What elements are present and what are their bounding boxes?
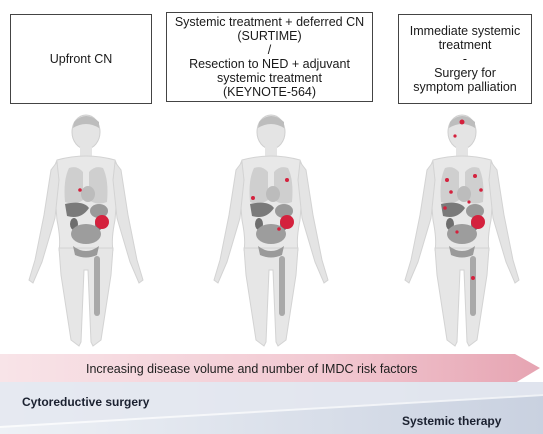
systemic-therapy-label: Systemic therapy (402, 414, 502, 428)
immediate-line-4: Surgery for (434, 66, 496, 80)
body-figure-immediate (404, 114, 520, 347)
scenario-box-upfront-cn: Upfront CN (10, 14, 152, 104)
scenario-box-deferred-cn: Systemic treatment + deferred CN (SURTIM… (166, 12, 373, 102)
upfront-cn-text: Upfront CN (49, 52, 113, 66)
tumor-dot (285, 178, 289, 182)
tumor-dot (78, 188, 82, 192)
tumor-dot (467, 200, 471, 204)
immediate-line-5: symptom palliation (413, 80, 517, 94)
immediate-line-1: Immediate systemic (409, 24, 521, 38)
tumor-dot (473, 174, 477, 178)
deferred-line-2: (SURTIME) (237, 29, 302, 43)
disease-volume-arrow (0, 351, 543, 387)
tumor-dot (277, 227, 281, 231)
deferred-line-4: Resection to NED + adjuvant (189, 57, 350, 71)
tumor-dot (445, 178, 449, 182)
cytoreductive-surgery-label: Cytoreductive surgery (22, 395, 150, 409)
deferred-line-6: (KEYNOTE-564) (222, 85, 317, 99)
tumor-dot (280, 215, 294, 229)
body-figure-deferred (213, 114, 329, 347)
scenario-box-immediate-systemic: Immediate systemic treatment - Surgery f… (398, 14, 532, 104)
disease-volume-label: Increasing disease volume and number of … (86, 362, 418, 376)
immediate-line-2: treatment (438, 38, 492, 52)
tumor-dot (251, 196, 255, 200)
tumor-dot (443, 206, 447, 210)
therapy-bands (0, 382, 543, 434)
tumor-dot (453, 134, 457, 138)
tumor-dot (95, 215, 109, 229)
tumor-dot (449, 190, 453, 194)
tumor-dot (471, 276, 475, 280)
tumor-dot (479, 188, 483, 192)
tumor-dot (459, 119, 465, 125)
tumor-dot (471, 215, 485, 229)
deferred-line-5: systemic treatment (217, 71, 322, 85)
tumor-dot (455, 230, 459, 234)
deferred-line-1: Systemic treatment + deferred CN (174, 15, 365, 29)
deferred-line-3: / (267, 43, 272, 57)
immediate-line-3: - (462, 52, 468, 66)
body-figure-upfront (28, 114, 144, 347)
